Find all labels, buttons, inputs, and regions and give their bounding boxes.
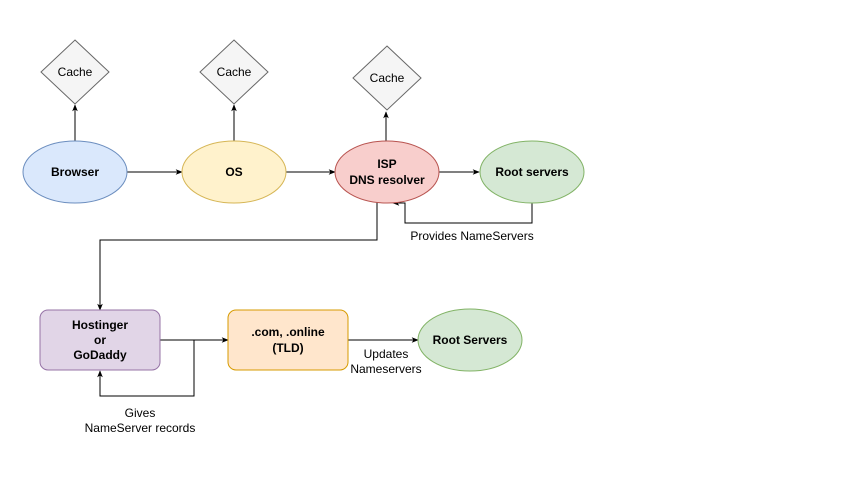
edge-root-servers-to-isp [392, 200, 533, 224]
root-servers-top-node: Root servers [479, 140, 585, 204]
isp-ellipse [334, 140, 440, 204]
isp-label-line1: ISP [377, 157, 396, 171]
updates-label-line1: Updates [364, 347, 409, 361]
tld-node: .com, .online (TLD) [227, 309, 349, 371]
registrar-label-line1: Hostinger [72, 318, 128, 332]
root-servers-top-label: Root servers [495, 165, 569, 179]
edges [72, 104, 533, 397]
edge-isp-to-registrar [97, 202, 378, 311]
root-servers-bottom-node: Root Servers [417, 308, 523, 372]
registrar-node: Hostinger or GoDaddy [39, 309, 161, 371]
root-servers-bottom-ellipse [417, 308, 523, 372]
diamond-shape [352, 45, 422, 111]
browser-label: Browser [51, 165, 99, 179]
tld-label-line1: .com, .online [251, 325, 325, 339]
cache-diamond-os: Cache [199, 39, 269, 105]
os-ellipse [181, 140, 287, 204]
tld-box [227, 309, 349, 371]
isp-node: ISP DNS resolver [334, 140, 440, 204]
browser-node: Browser [22, 140, 128, 204]
tld-label-line2: (TLD) [272, 341, 303, 355]
registrar-label-line2: or [94, 333, 106, 347]
cache-label: Cache [58, 65, 93, 79]
cache-diamond-isp: Cache [352, 45, 422, 111]
isp-label-line2: DNS resolver [349, 173, 425, 187]
diamond-shape [40, 39, 110, 105]
root-servers-top-ellipse [479, 140, 585, 204]
cache-label: Cache [370, 71, 405, 85]
gives-label-line1: Gives [125, 406, 156, 420]
gives-label-line2: NameServer records [85, 421, 196, 435]
registrar-label-line3: GoDaddy [73, 348, 127, 362]
cache-diamond-browser: Cache [40, 39, 110, 105]
browser-ellipse [22, 140, 128, 204]
root-servers-bottom-label: Root Servers [433, 333, 508, 347]
os-node: OS [181, 140, 287, 204]
cache-label: Cache [217, 65, 252, 79]
diamond-shape [199, 39, 269, 105]
provides-nameservers-label: Provides NameServers [410, 229, 533, 243]
edge-registrar-loop [97, 339, 195, 397]
os-label: OS [225, 165, 242, 179]
registrar-box [39, 309, 161, 371]
updates-label-line2: Nameservers [350, 362, 421, 376]
